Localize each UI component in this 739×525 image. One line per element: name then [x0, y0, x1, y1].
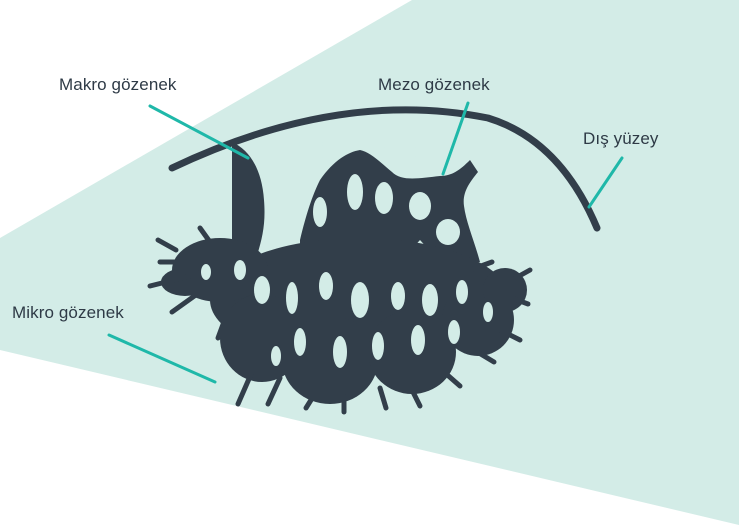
- label-mezo-gozenek: Mezo gözenek: [378, 76, 490, 93]
- label-dis-yuzey: Dış yüzey: [583, 130, 659, 147]
- label-mikro-gozenek: Mikro gözenek: [12, 304, 124, 321]
- label-makro-gozenek: Makro gözenek: [59, 76, 177, 93]
